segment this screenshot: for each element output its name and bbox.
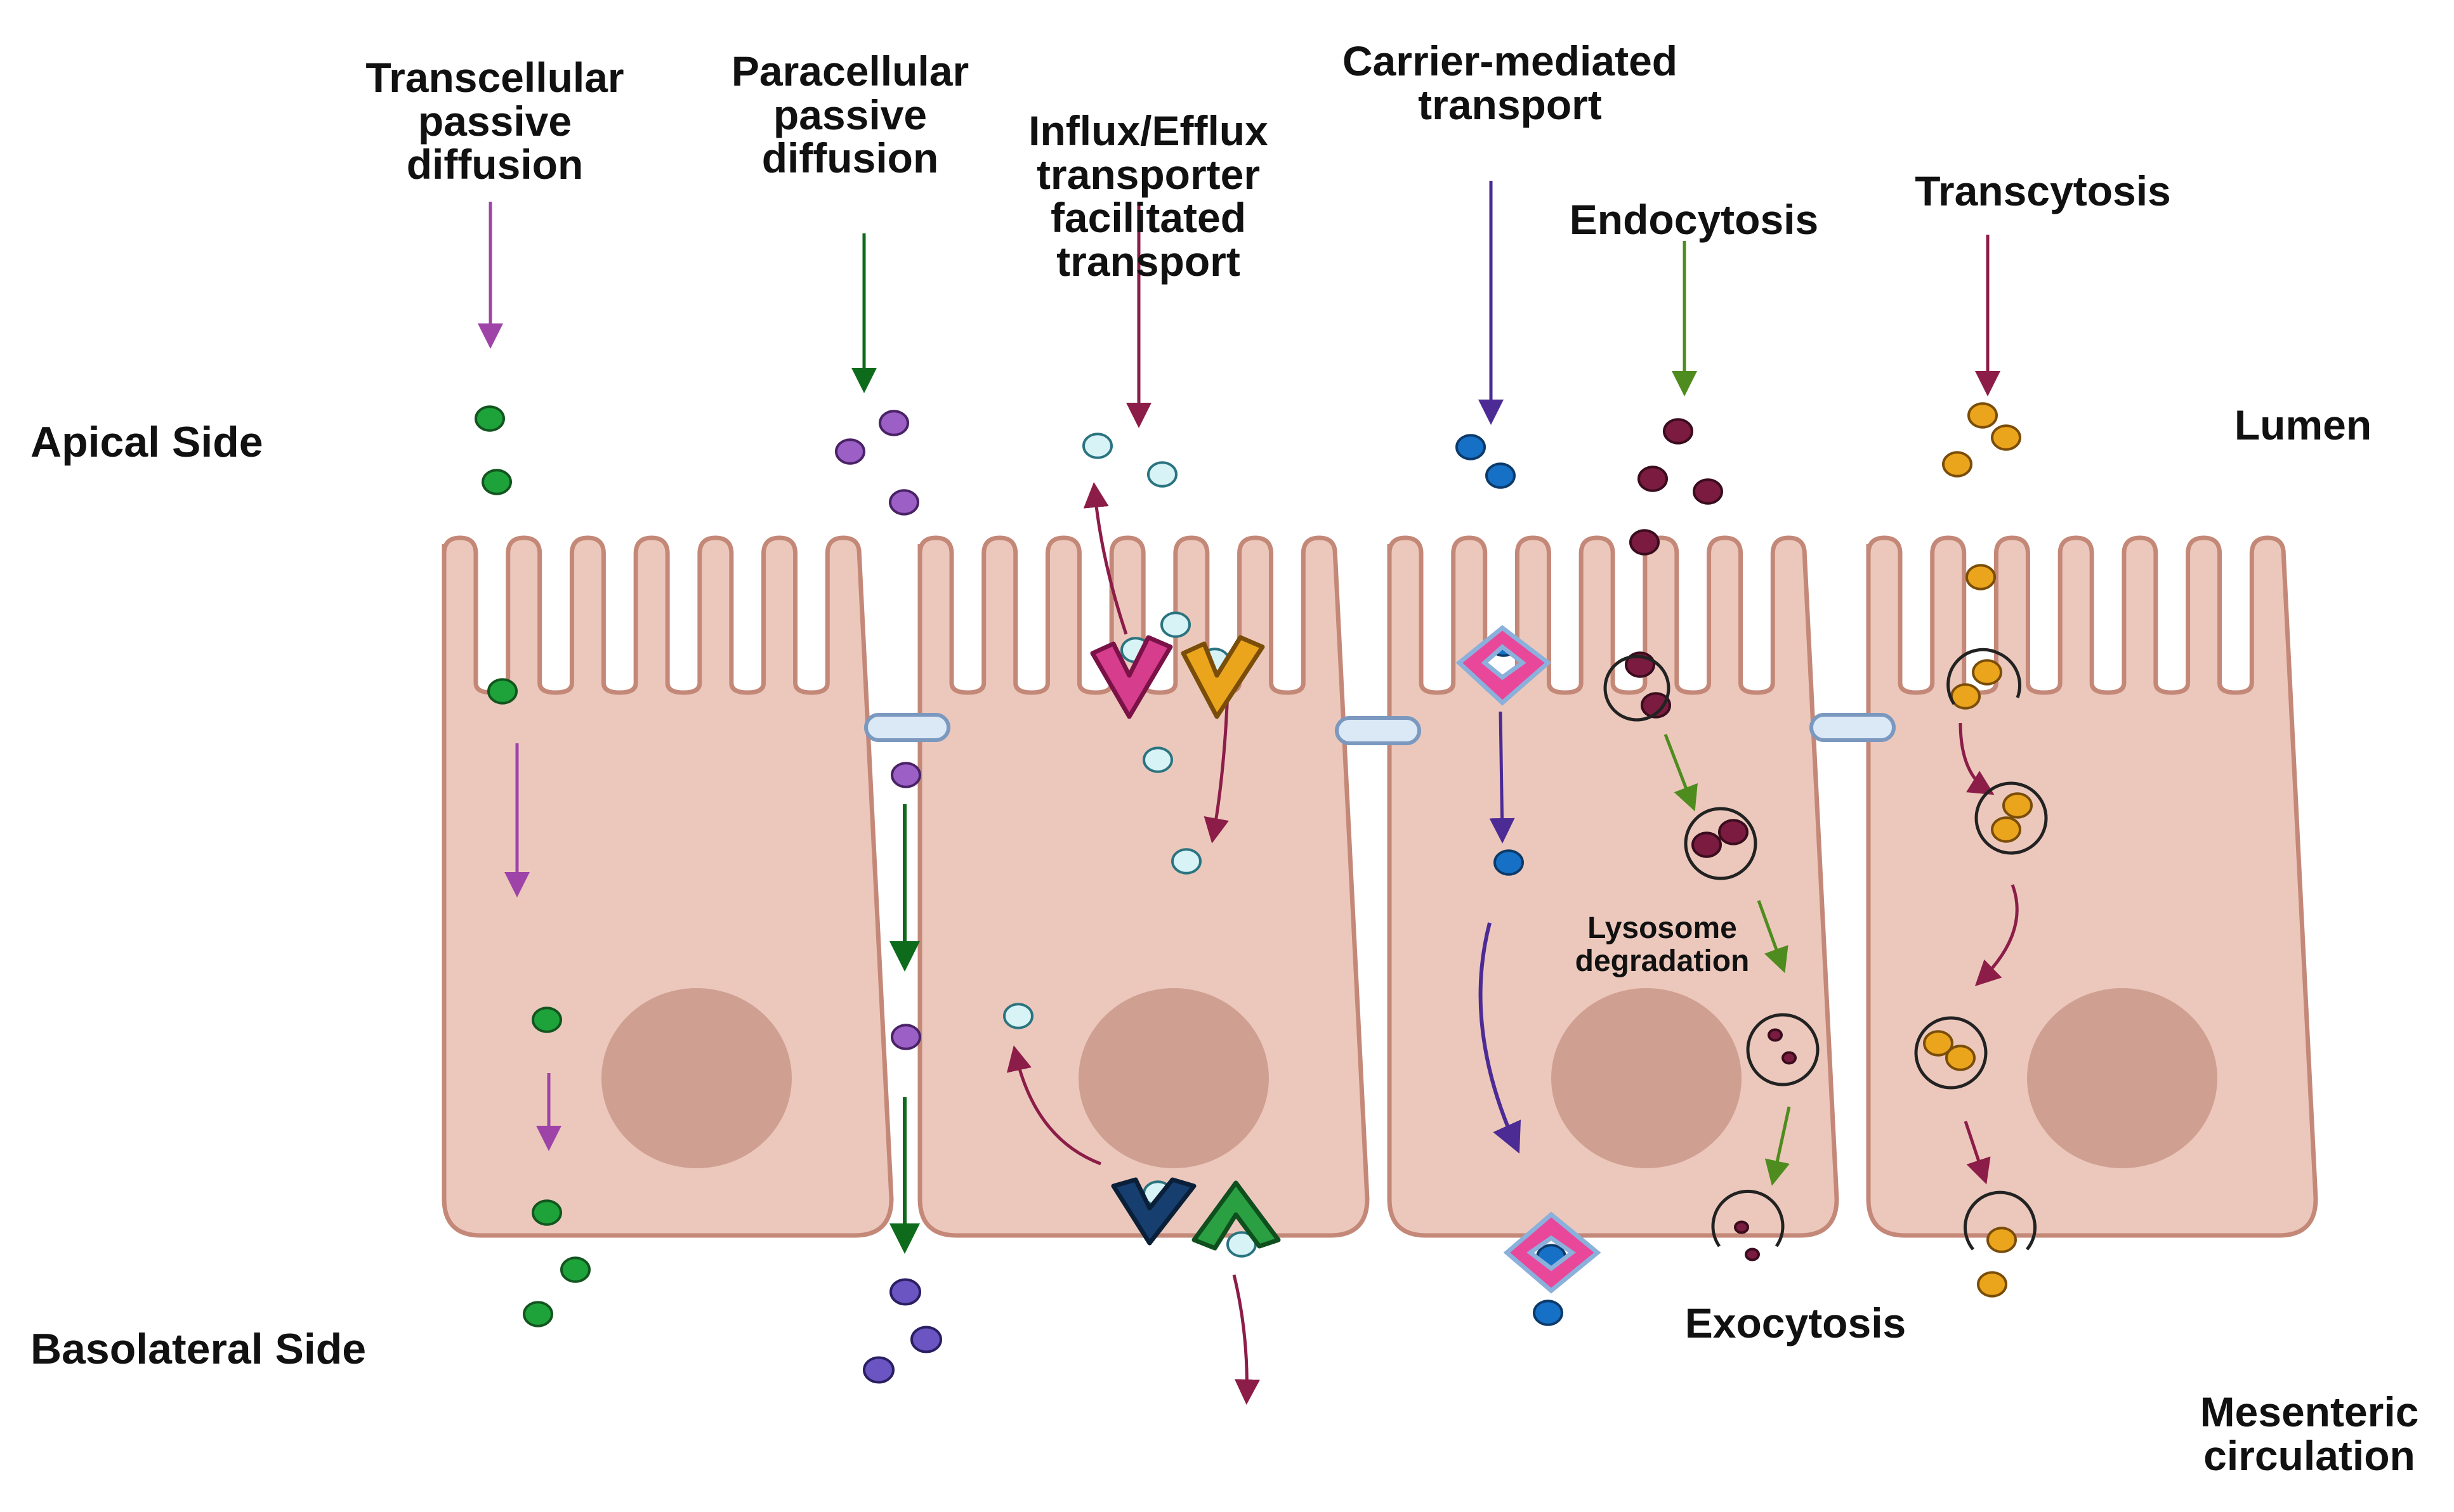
purple-particle-2: [879, 410, 909, 436]
violet-particle-3: [863, 1356, 895, 1384]
orange-particle-1: [1967, 402, 1998, 429]
orange-particle-12: [1977, 1271, 2007, 1298]
transporter-pink: [1090, 635, 1173, 719]
cyan-particle-7: [1171, 848, 1202, 875]
transcytosis-vesicle-2: [1974, 781, 2048, 855]
label-paracellular: Paracellular passive diffusion: [731, 48, 969, 182]
arrow-endo-3: [1764, 1106, 1791, 1186]
blue-particle-6: [1533, 1300, 1563, 1326]
label-transcytosis: Transcytosis: [1915, 167, 2171, 214]
orange-particle-8: [1991, 816, 2021, 843]
transcytosis-vesicle-1: [1946, 648, 2021, 705]
orange-particle-4: [1965, 564, 1996, 590]
green-particle-6: [560, 1256, 591, 1283]
blue-particle-4: [1493, 849, 1524, 876]
orange-particle-6: [1950, 683, 1981, 710]
arrow-influx-in: [1204, 691, 1230, 844]
arrow-carrier-lower: [1478, 922, 1521, 1154]
arrow-endo-1: [1663, 734, 1698, 812]
transporter-navy: [1111, 1177, 1197, 1246]
maroon-particle-6: [1641, 692, 1671, 719]
label-transcellular: Transcellular passive diffusion: [365, 54, 624, 188]
label-carrier-mediated: Carrier-mediated transport: [1342, 37, 1678, 128]
label-basolateral-side: Basolateral Side: [30, 1325, 367, 1373]
label-lysosome-degradation: Lysosome degradation: [1575, 911, 1750, 978]
label-endocytosis: Endocytosis: [1569, 196, 1819, 243]
arrow-carrier-cell: [1489, 711, 1515, 844]
cyan-particle-6: [1143, 746, 1173, 773]
arrow-efflux-baso: [1006, 1045, 1101, 1166]
cyan-particle-3: [1160, 611, 1191, 638]
orange-particle-11: [1986, 1227, 2017, 1253]
exocytosis-fragment-2: [1745, 1248, 1760, 1261]
green-particle-4: [532, 1007, 562, 1033]
orange-particle-5: [1972, 659, 2002, 686]
cyan-particle-2: [1147, 461, 1178, 488]
endosome-3: [1746, 1013, 1820, 1086]
arrow-transcyto-1: [1959, 722, 1995, 795]
orange-particle-7: [2002, 792, 2033, 819]
transporter-green: [1191, 1180, 1281, 1251]
tight-junction-2: [1335, 716, 1421, 745]
label-mesenteric-circulation: Mesenteric circulation: [2200, 1388, 2419, 1479]
orange-particle-3: [1942, 451, 1972, 478]
transporter-orange: [1181, 635, 1265, 719]
maroon-particle-3: [1693, 478, 1723, 505]
arrow-influx-baso: [1232, 1274, 1260, 1405]
label-exocytosis: Exocytosis: [1684, 1300, 1906, 1346]
arrow-transcyto-3: [1964, 1121, 1991, 1185]
transcytosis-vesicle-3: [1914, 1016, 1988, 1090]
green-particle-2: [482, 469, 512, 495]
green-particle-3: [487, 678, 518, 705]
maroon-particle-2: [1637, 466, 1668, 492]
label-influx-efflux: Influx/Efflux transporter facilitated tr…: [1028, 107, 1268, 285]
tight-junction-1: [864, 713, 950, 742]
nucleus-3: [1551, 988, 1742, 1168]
endosome-1: [1603, 655, 1670, 722]
purple-particle-3: [889, 489, 919, 516]
orange-particle-9: [1923, 1030, 1953, 1057]
purple-particle-5: [891, 1024, 921, 1050]
violet-particle-2: [910, 1326, 942, 1353]
green-particle-1: [475, 405, 505, 432]
nucleus-2: [1079, 988, 1269, 1168]
nucleus-4: [2027, 988, 2217, 1168]
lysosome-fragment-1: [1768, 1028, 1783, 1042]
arrow-transcyto-2: [1974, 884, 2019, 986]
purple-particle-1: [835, 438, 865, 465]
maroon-particle-4: [1629, 529, 1660, 556]
nucleus-1: [601, 988, 792, 1168]
violet-particle-1: [889, 1278, 921, 1306]
exocytosis-vesicle: [1711, 1189, 1785, 1248]
transcytosis-vesicle-4: [1964, 1190, 2037, 1251]
label-apical-side: Apical Side: [30, 418, 263, 466]
endosome-2: [1684, 807, 1757, 880]
maroon-particle-1: [1663, 418, 1693, 445]
blue-particle-1: [1455, 434, 1486, 460]
tight-junction-3: [1809, 713, 1896, 742]
green-particle-7: [523, 1301, 553, 1327]
arrow-endo-2: [1757, 900, 1788, 974]
orange-particle-10: [1945, 1045, 1976, 1071]
arrow-efflux-up: [1083, 482, 1128, 635]
maroon-particle-7: [1691, 831, 1722, 858]
blue-particle-2: [1485, 462, 1516, 489]
lysosome-fragment-2: [1781, 1051, 1797, 1065]
carrier-apical: [1455, 625, 1552, 706]
orange-particle-2: [1991, 424, 2021, 451]
exocytosis-fragment-1: [1734, 1220, 1749, 1234]
maroon-particle-8: [1718, 819, 1749, 845]
carrier-basolateral: [1503, 1211, 1601, 1294]
label-lumen: Lumen: [2234, 401, 2372, 448]
cyan-particle-1: [1082, 433, 1113, 459]
purple-particle-4: [891, 762, 921, 788]
green-particle-5: [532, 1199, 562, 1226]
cyan-particle-8: [1003, 1003, 1033, 1029]
